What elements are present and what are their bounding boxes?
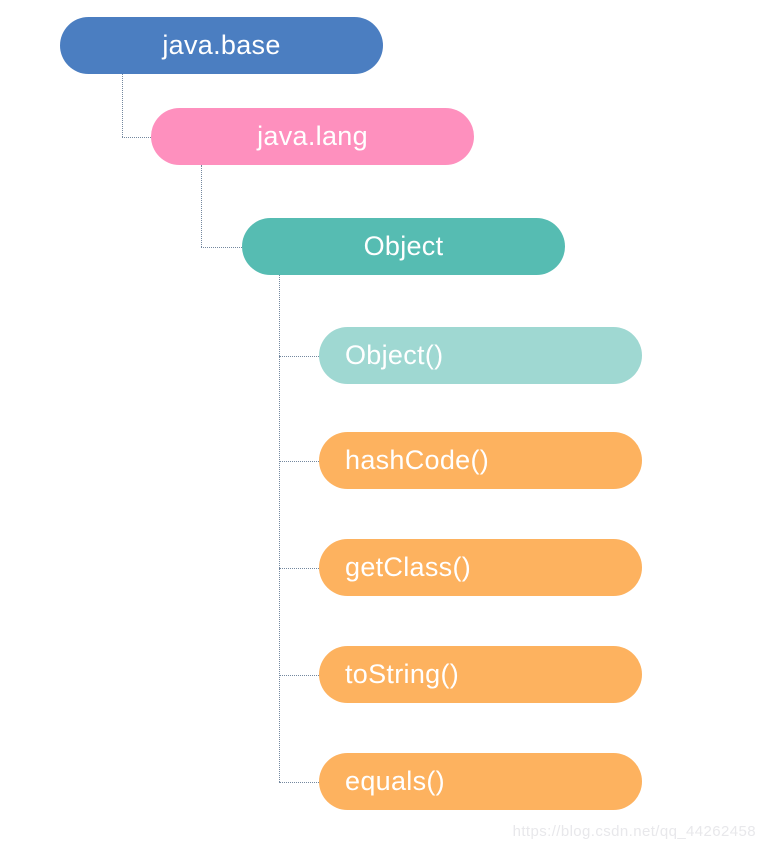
node-getclass: getClass() <box>319 539 642 596</box>
node-hashcode: hashCode() <box>319 432 642 489</box>
connector-branch-equals <box>279 781 319 783</box>
connector-branch-getclass <box>279 567 319 569</box>
node-label: java.lang <box>257 121 368 151</box>
node-label: getClass() <box>345 552 472 582</box>
connector-branch-java-lang <box>122 136 151 138</box>
node-java-base: java.base <box>60 17 383 74</box>
connector-branch-tostring <box>279 674 319 676</box>
connector-branch-hashcode <box>279 460 319 462</box>
connector-branch-object-ctor <box>279 355 319 357</box>
node-label: Object() <box>345 340 444 370</box>
connector-branch-object <box>201 246 242 248</box>
connector-trunk-java-lang <box>201 165 202 247</box>
connector-trunk-object <box>279 275 280 782</box>
node-equals: equals() <box>319 753 642 810</box>
node-tostring: toString() <box>319 646 642 703</box>
node-label: java.base <box>162 30 281 60</box>
connector-trunk-java-base <box>122 74 123 137</box>
node-label: toString() <box>345 659 460 689</box>
node-java-lang: java.lang <box>151 108 474 165</box>
watermark-url: https://blog.csdn.net/qq_44262458 <box>512 823 756 840</box>
node-object: Object <box>242 218 565 275</box>
node-object-ctor: Object() <box>319 327 642 384</box>
node-label: equals() <box>345 766 445 796</box>
node-label: hashCode() <box>345 445 490 475</box>
node-label: Object <box>363 231 444 261</box>
